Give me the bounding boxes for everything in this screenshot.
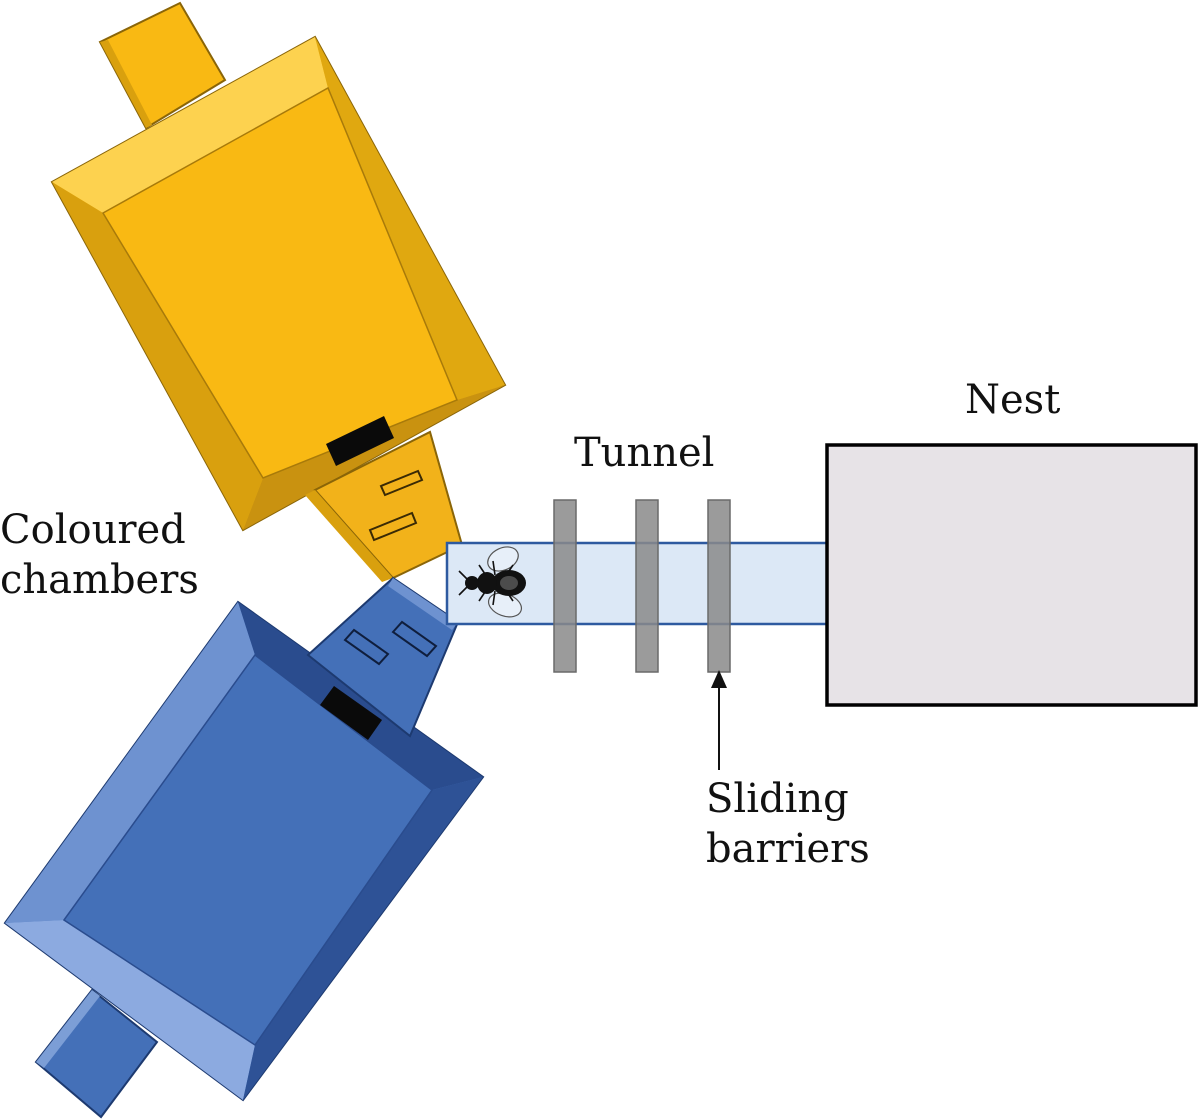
yellow-funnel-slot-1	[379, 469, 424, 497]
coloured-chambers-line-1: Coloured	[0, 507, 186, 553]
yellow-box-right-bevel	[315, 37, 505, 400]
blue-back-tube-top	[36, 990, 100, 1068]
sliding-barrier-1[interactable]	[553, 499, 577, 673]
nest-label: Nest	[965, 377, 1061, 423]
yellow-box-front	[101, 86, 458, 479]
blue-chamber	[3, 576, 485, 1119]
sliding-barriers-label: Sliding barriers	[706, 774, 870, 874]
yellow-chamber	[50, 1, 507, 582]
yellow-back-tube-side	[100, 40, 152, 128]
blue-black-slot	[320, 686, 382, 740]
sliding-barriers-line-2: barriers	[706, 826, 870, 872]
blue-box-bottom-bevel	[5, 920, 255, 1100]
coloured-chambers-label: Coloured chambers	[0, 505, 199, 605]
yellow-funnel-side	[305, 490, 393, 582]
bee-icon	[458, 546, 526, 618]
yellow-black-slot	[326, 416, 394, 466]
coloured-chambers-line-2: chambers	[0, 557, 199, 603]
yellow-box-left-bevel	[52, 182, 263, 530]
blue-box-front	[62, 653, 434, 1047]
yellow-funnel-slot-2	[368, 511, 418, 542]
tunnel-label: Tunnel	[574, 430, 715, 476]
arrow-up-icon	[711, 670, 727, 770]
blue-box-right-bevel	[243, 777, 483, 1100]
blue-funnel-slot-1	[343, 628, 390, 666]
sliding-barriers-line-1: Sliding	[706, 776, 849, 822]
blue-funnel-top	[388, 578, 458, 630]
nest-box	[825, 443, 1198, 707]
blue-funnel-slot-2	[391, 620, 438, 658]
blue-box-left-bevel	[5, 602, 255, 923]
yellow-box-top-bevel	[52, 37, 328, 213]
sliding-barrier-2[interactable]	[635, 499, 659, 673]
sliding-barrier-3[interactable]	[707, 499, 731, 673]
sliding-barriers	[553, 499, 731, 673]
